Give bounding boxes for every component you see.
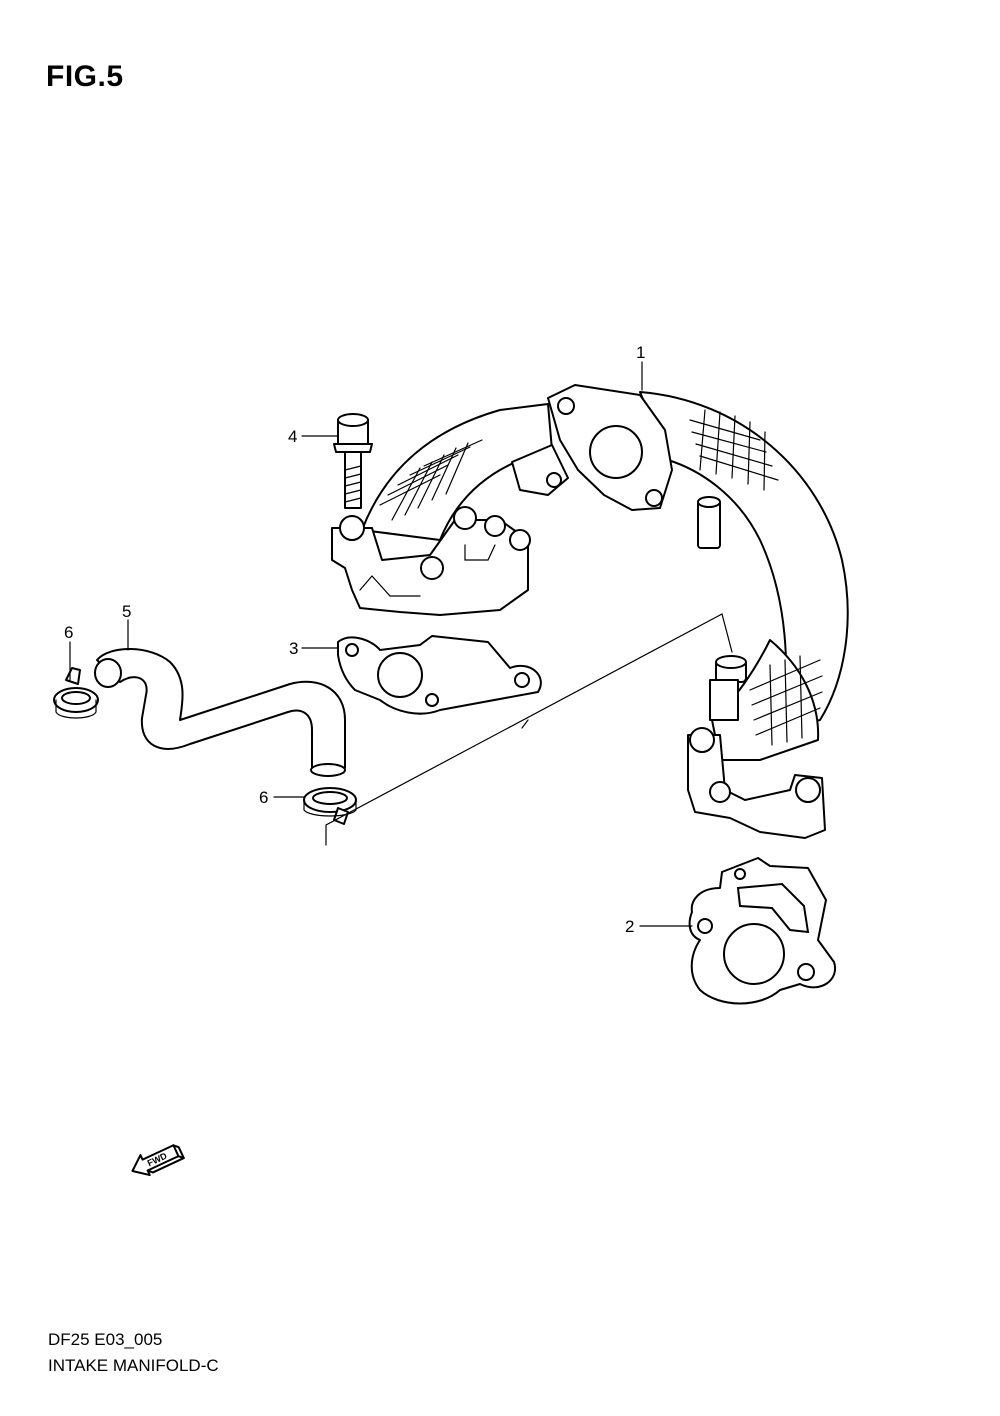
assembly-reference-lines — [325, 613, 733, 846]
diagram-name: INTAKE MANIFOLD-C — [48, 1356, 219, 1375]
callout-leaders — [69, 361, 693, 927]
hose-clamp-right[interactable] — [303, 787, 357, 825]
gasket-lower[interactable] — [688, 857, 837, 1005]
callout-6-top: 6 — [64, 623, 73, 642]
gasket-upper[interactable] — [337, 635, 542, 715]
callout-4: 4 — [288, 427, 297, 446]
bolt[interactable] — [333, 413, 373, 509]
intake-manifold[interactable] — [331, 384, 849, 839]
diagram-code: DF25 E03_005 — [48, 1330, 163, 1349]
callout-2: 2 — [625, 917, 634, 936]
hose-clamp-left[interactable] — [53, 667, 99, 719]
callout-3: 3 — [289, 639, 298, 658]
callout-6-bottom: 6 — [259, 788, 268, 807]
callout-1: 1 — [636, 343, 645, 362]
breather-hose[interactable] — [94, 648, 346, 777]
callout-5: 5 — [122, 602, 131, 621]
fwd-arrow-icon: FWD — [131, 1144, 185, 1177]
figure-title: FIG.5 — [46, 60, 124, 93]
